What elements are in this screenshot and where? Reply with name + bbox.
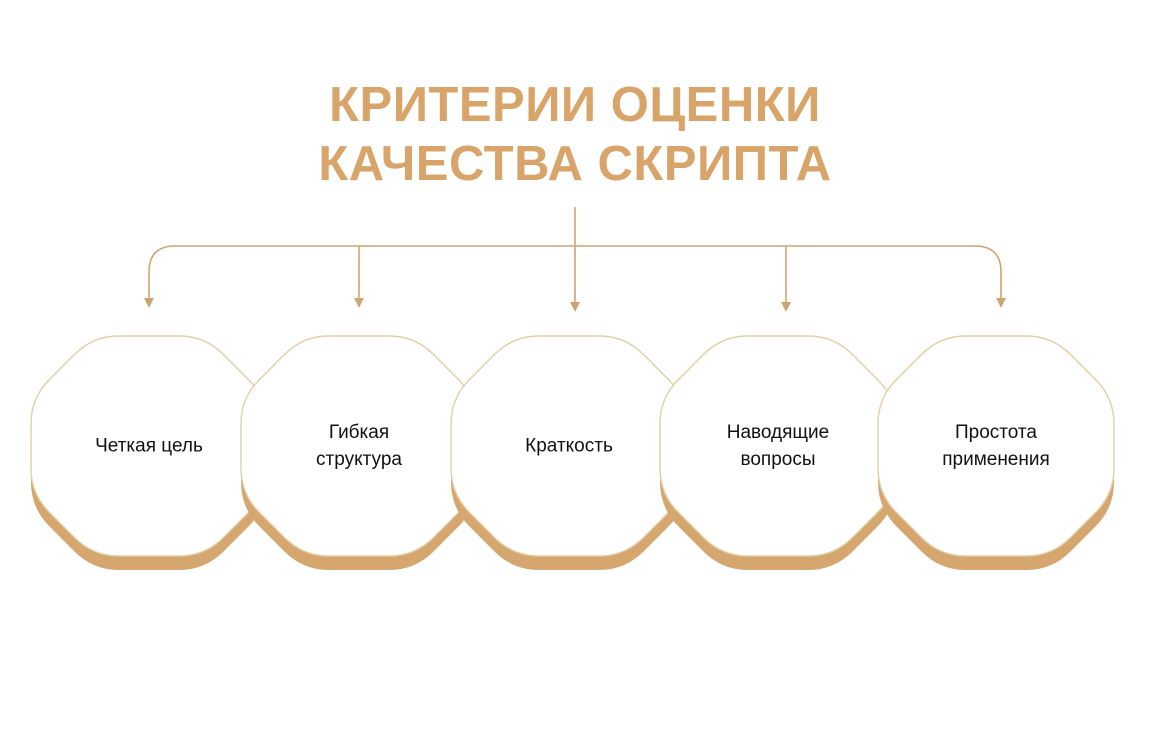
arrow-down-icon (781, 302, 791, 312)
title-line-2: КАЧЕСТВА СКРИПТА (318, 137, 832, 191)
arrow-down-icon (144, 298, 154, 308)
criterion-node (30, 335, 268, 570)
arrow-down-icon (996, 298, 1006, 308)
criterion-label-line: Четкая цель (95, 435, 203, 457)
node-octagon (30, 335, 268, 557)
node-octagon (877, 335, 1115, 557)
node-octagon (450, 335, 688, 557)
arrow-down-icon (570, 302, 580, 312)
connector-lines (148, 207, 1002, 302)
criterion-node (659, 335, 897, 570)
criterion-label-line: применения (942, 449, 1050, 470)
criterion-node (450, 335, 688, 570)
arrowheads (144, 298, 1006, 312)
node-octagon (240, 335, 478, 557)
horizontal-bus-line (148, 245, 1002, 300)
criterion-label: Краткость (469, 433, 669, 460)
criterion-label: Наводящие вопросы (678, 419, 878, 473)
criterion-label-line: структура (316, 449, 402, 470)
nodes-layer (30, 335, 1115, 570)
criterion-label: Гибкая структура (259, 419, 459, 473)
diagram-title: КРИТЕРИИ ОЦЕНКИ КАЧЕСТВА СКРИПТА (230, 76, 920, 194)
criterion-label-line: Гибкая (328, 422, 390, 443)
criterion-label-line: Наводящие (726, 422, 830, 443)
criterion-label-line: Краткость (525, 435, 613, 457)
criterion-label-line: вопросы (740, 449, 816, 470)
criterion-label-line: Простота (955, 422, 1037, 443)
arrow-down-icon (354, 298, 364, 308)
criterion-label: Четкая цель (49, 433, 249, 460)
criterion-node (240, 335, 478, 570)
criterion-node (877, 335, 1115, 570)
node-octagon (659, 335, 897, 557)
title-line-1: КРИТЕРИИ ОЦЕНКИ (329, 78, 821, 132)
criterion-label: Простота применения (896, 419, 1096, 473)
